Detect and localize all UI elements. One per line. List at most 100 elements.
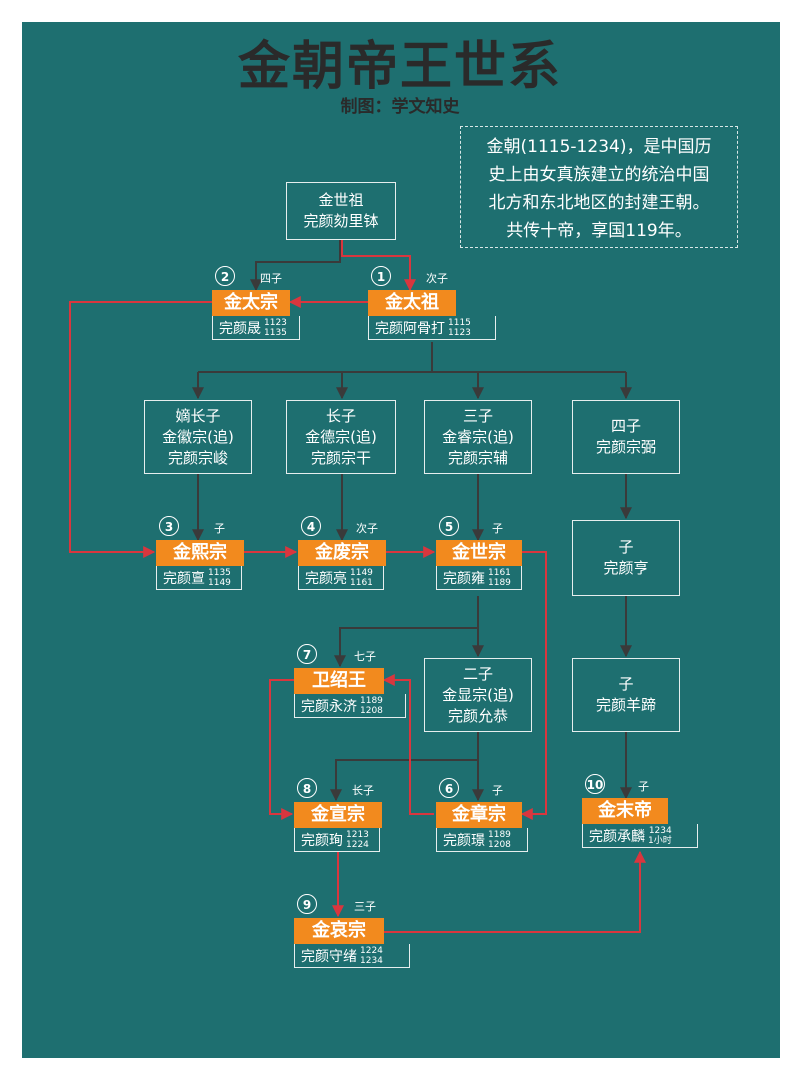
branch-line: 完颜宗峻	[167, 448, 228, 467]
emperor-title: 金太宗	[212, 290, 290, 316]
emperor-name: 完颜亮	[305, 570, 347, 587]
emperor-number: 10	[585, 774, 605, 794]
reign-end: 1208	[488, 839, 511, 850]
reign-start: 1189	[360, 695, 383, 706]
page-title: 金朝帝王世系	[237, 37, 562, 97]
branch-node: 四子 完颜宗弼	[572, 400, 680, 474]
emperor-number: 6	[439, 778, 459, 798]
emperor-name: 完颜亶	[163, 570, 205, 587]
ancestor-name: 完颜劾里钵	[303, 212, 379, 230]
branch-node: 子 完颜羊蹄	[572, 658, 680, 732]
branch-node: 嫡长子 金徽宗(追) 完颜宗峻	[144, 400, 252, 474]
kinship-label: 四子	[260, 272, 282, 285]
lineage-line	[250, 240, 341, 292]
emperor-name: 完颜永济	[301, 698, 357, 715]
emperor-title: 金章宗	[436, 802, 522, 828]
intro-line: 北方和东北地区的封建王朝。	[488, 193, 710, 213]
emperor-name: 完颜承麟	[589, 828, 645, 845]
intro-line: 史上由女真族建立的统治中国	[488, 165, 710, 185]
intro-note: 金朝(1115-1234)，是中国历 史上由女真族建立的统治中国 北方和东北地区…	[460, 126, 738, 248]
emperor-title: 金废宗	[298, 540, 386, 566]
succession-line	[520, 551, 547, 820]
branch-line: 完颜宗弼	[595, 438, 656, 456]
emperor-title: 金宣宗	[294, 802, 382, 828]
kinship-label: 子	[638, 780, 649, 793]
succession-line	[384, 850, 646, 933]
branch-line: 金显宗(追)	[442, 685, 514, 704]
reign-start: 1213	[346, 829, 369, 840]
emperor-number: 1	[371, 266, 391, 286]
reign-end: 1149	[208, 577, 231, 588]
emperor-name: 完颜守绪	[301, 948, 357, 965]
succession-line	[269, 679, 294, 820]
diagram-background	[22, 22, 780, 1058]
emperor-number: 4	[301, 516, 321, 536]
reign-start: 1135	[208, 567, 231, 578]
branch-line: 子	[618, 675, 634, 693]
emperor-number: 3	[159, 516, 179, 536]
kinship-label: 七子	[354, 650, 376, 663]
branch-node: 三子 金睿宗(追) 完颜宗辅	[424, 400, 532, 474]
branch-line: 完颜羊蹄	[595, 696, 656, 714]
branch-line: 二子	[462, 664, 493, 683]
ancestor-node: 金世祖 完颜劾里钵	[286, 182, 396, 240]
branch-node: 长子 金德宗(追) 完颜宗干	[286, 400, 396, 474]
kinship-label: 子	[492, 784, 503, 797]
branch-line: 完颜允恭	[447, 706, 508, 725]
kinship-label: 三子	[354, 900, 376, 913]
branch-line: 完颜宗辅	[447, 448, 508, 467]
branch-line: 子	[618, 538, 634, 556]
lineage-line	[330, 759, 478, 802]
reign-start: 1115	[448, 317, 471, 328]
succession-line	[341, 240, 416, 292]
emperor-number: 2	[215, 266, 235, 286]
reign-end: 1224	[346, 839, 369, 850]
kinship-label: 次子	[426, 272, 448, 285]
branch-line: 完颜亨	[603, 559, 649, 577]
branch-line: 金德宗(追)	[305, 427, 377, 446]
kinship-label: 子	[492, 522, 503, 535]
kinship-label: 次子	[356, 522, 378, 535]
branch-line: 三子	[462, 406, 493, 425]
emperor-title: 金熙宗	[156, 540, 244, 566]
intro-line: 金朝(1115-1234)，是中国历	[486, 137, 712, 157]
emperor-title: 金末帝	[582, 798, 668, 824]
reign-start: 1224	[360, 945, 383, 956]
reign-start: 1189	[488, 829, 511, 840]
ancestor-title: 金世祖	[318, 191, 364, 209]
emperor-number: 9	[297, 894, 317, 914]
branch-line: 完颜宗干	[310, 448, 371, 467]
emperor-name: 完颜珣	[301, 832, 343, 849]
reign-end: 1189	[488, 577, 511, 588]
emperor-name: 完颜阿骨打	[375, 320, 445, 337]
emperor-number: 8	[297, 778, 317, 798]
branch-line: 嫡长子	[175, 406, 221, 425]
kinship-label: 长子	[352, 784, 374, 797]
reign-end: 1135	[264, 327, 287, 338]
emperor-title: 金世宗	[436, 540, 522, 566]
intro-line: 共传十帝，享国119年。	[506, 221, 692, 241]
reign-end: 1161	[350, 577, 373, 588]
succession-line	[69, 301, 212, 558]
reign-end: 1小时	[648, 835, 672, 846]
emperor-name: 完颜雍	[443, 570, 485, 587]
